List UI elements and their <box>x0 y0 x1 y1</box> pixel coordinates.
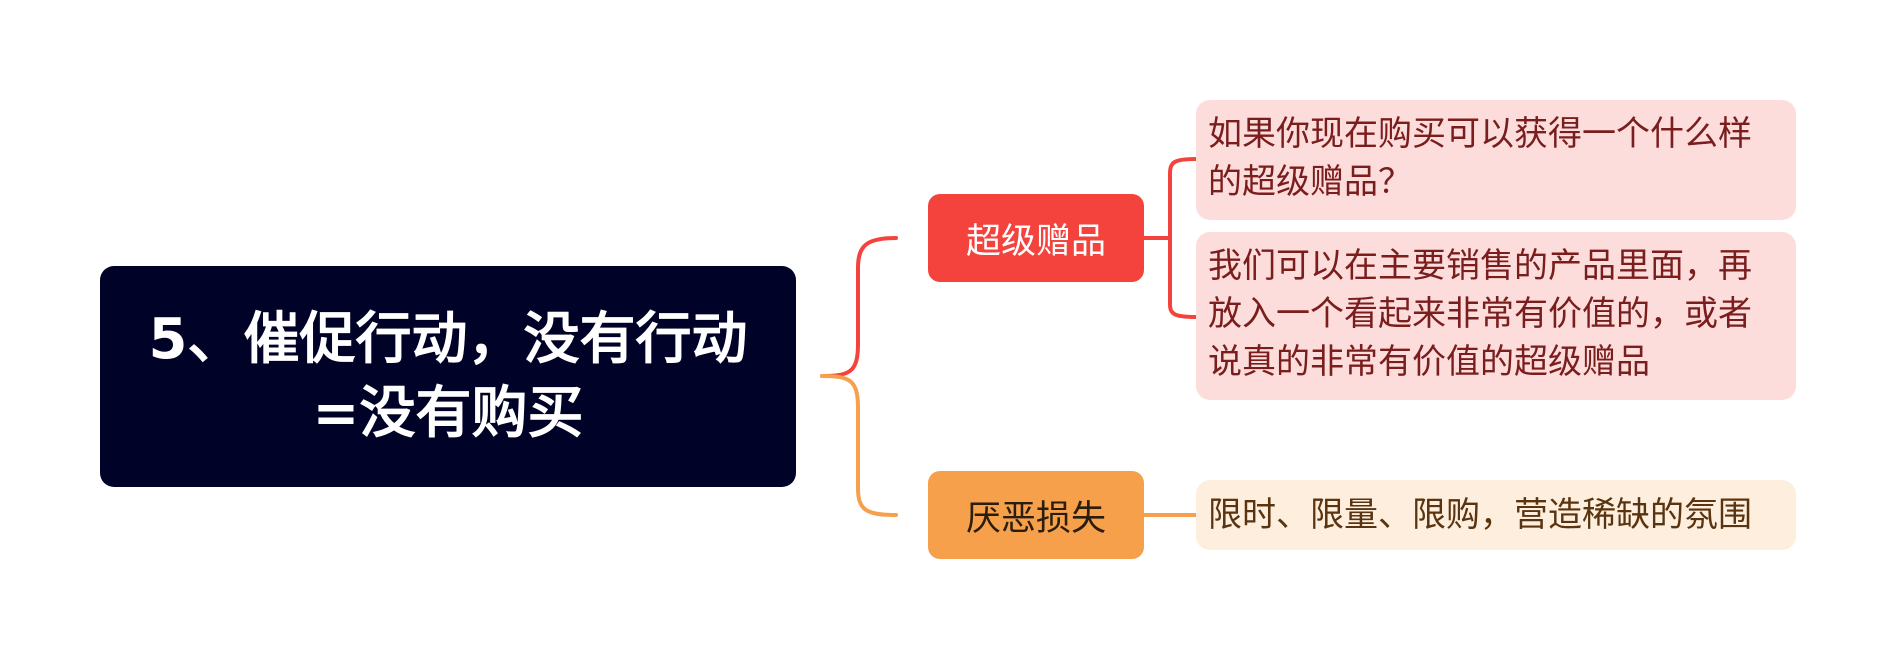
branch-node-super-gift[interactable]: 超级赠品 <box>928 194 1144 282</box>
leaf-node[interactable]: 限时、限量、限购，营造稀缺的氛围 <box>1196 480 1796 550</box>
leaf-node-text: 如果你现在购买可以获得一个什么样的超级赠品？ <box>1208 114 1752 202</box>
branch-node-label: 厌恶损失 <box>965 498 1106 539</box>
branch-node-label: 超级赠品 <box>965 221 1106 262</box>
root-node[interactable]: 5、催促行动，没有行动=没有购买 <box>100 266 796 487</box>
leaf-node[interactable]: 我们可以在主要销售的产品里面，再放入一个看起来非常有价值的，或者说真的非常有价值… <box>1196 232 1796 400</box>
connector-branch-1-leaf-2 <box>1168 236 1198 319</box>
leaf-node-text: 我们可以在主要销售的产品里面，再放入一个看起来非常有价值的，或者说真的非常有价值… <box>1208 246 1752 382</box>
connector-root-branch-2 <box>820 374 898 517</box>
root-node-label: 5、催促行动，没有行动=没有购买 <box>148 306 748 446</box>
branch-node-loss-aversion[interactable]: 厌恶损失 <box>928 471 1144 559</box>
leaf-node-text: 限时、限量、限购，营造稀缺的氛围 <box>1208 495 1752 535</box>
leaf-node[interactable]: 如果你现在购买可以获得一个什么样的超级赠品？ <box>1196 100 1796 220</box>
connector-branch-1-leaf-1 <box>1142 157 1198 240</box>
connector-root-branch-1 <box>820 236 898 378</box>
